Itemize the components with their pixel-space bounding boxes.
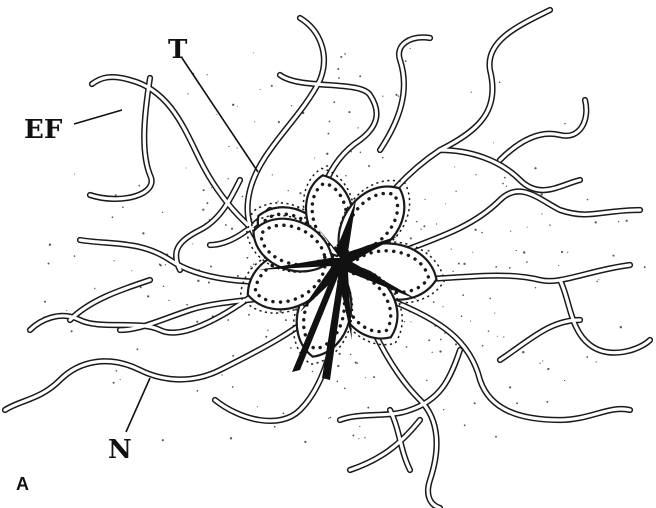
fiber-outline <box>500 320 580 360</box>
fiber-outline <box>90 78 152 199</box>
ef-leader-line <box>74 110 122 124</box>
label-ef: EF <box>24 115 63 145</box>
fiber-outline <box>380 191 640 260</box>
panel-letter: A <box>16 474 29 494</box>
fiber-outline <box>70 280 150 320</box>
fiber-core <box>560 280 650 353</box>
fiber-outline <box>500 100 586 160</box>
label-t: T <box>168 35 188 65</box>
fiber-outline <box>340 350 460 420</box>
label-n: N <box>108 435 132 465</box>
n-leader-line <box>126 378 150 432</box>
fiber-core <box>380 191 640 260</box>
fiber-outline <box>380 37 430 150</box>
t-leader-line <box>182 58 258 172</box>
